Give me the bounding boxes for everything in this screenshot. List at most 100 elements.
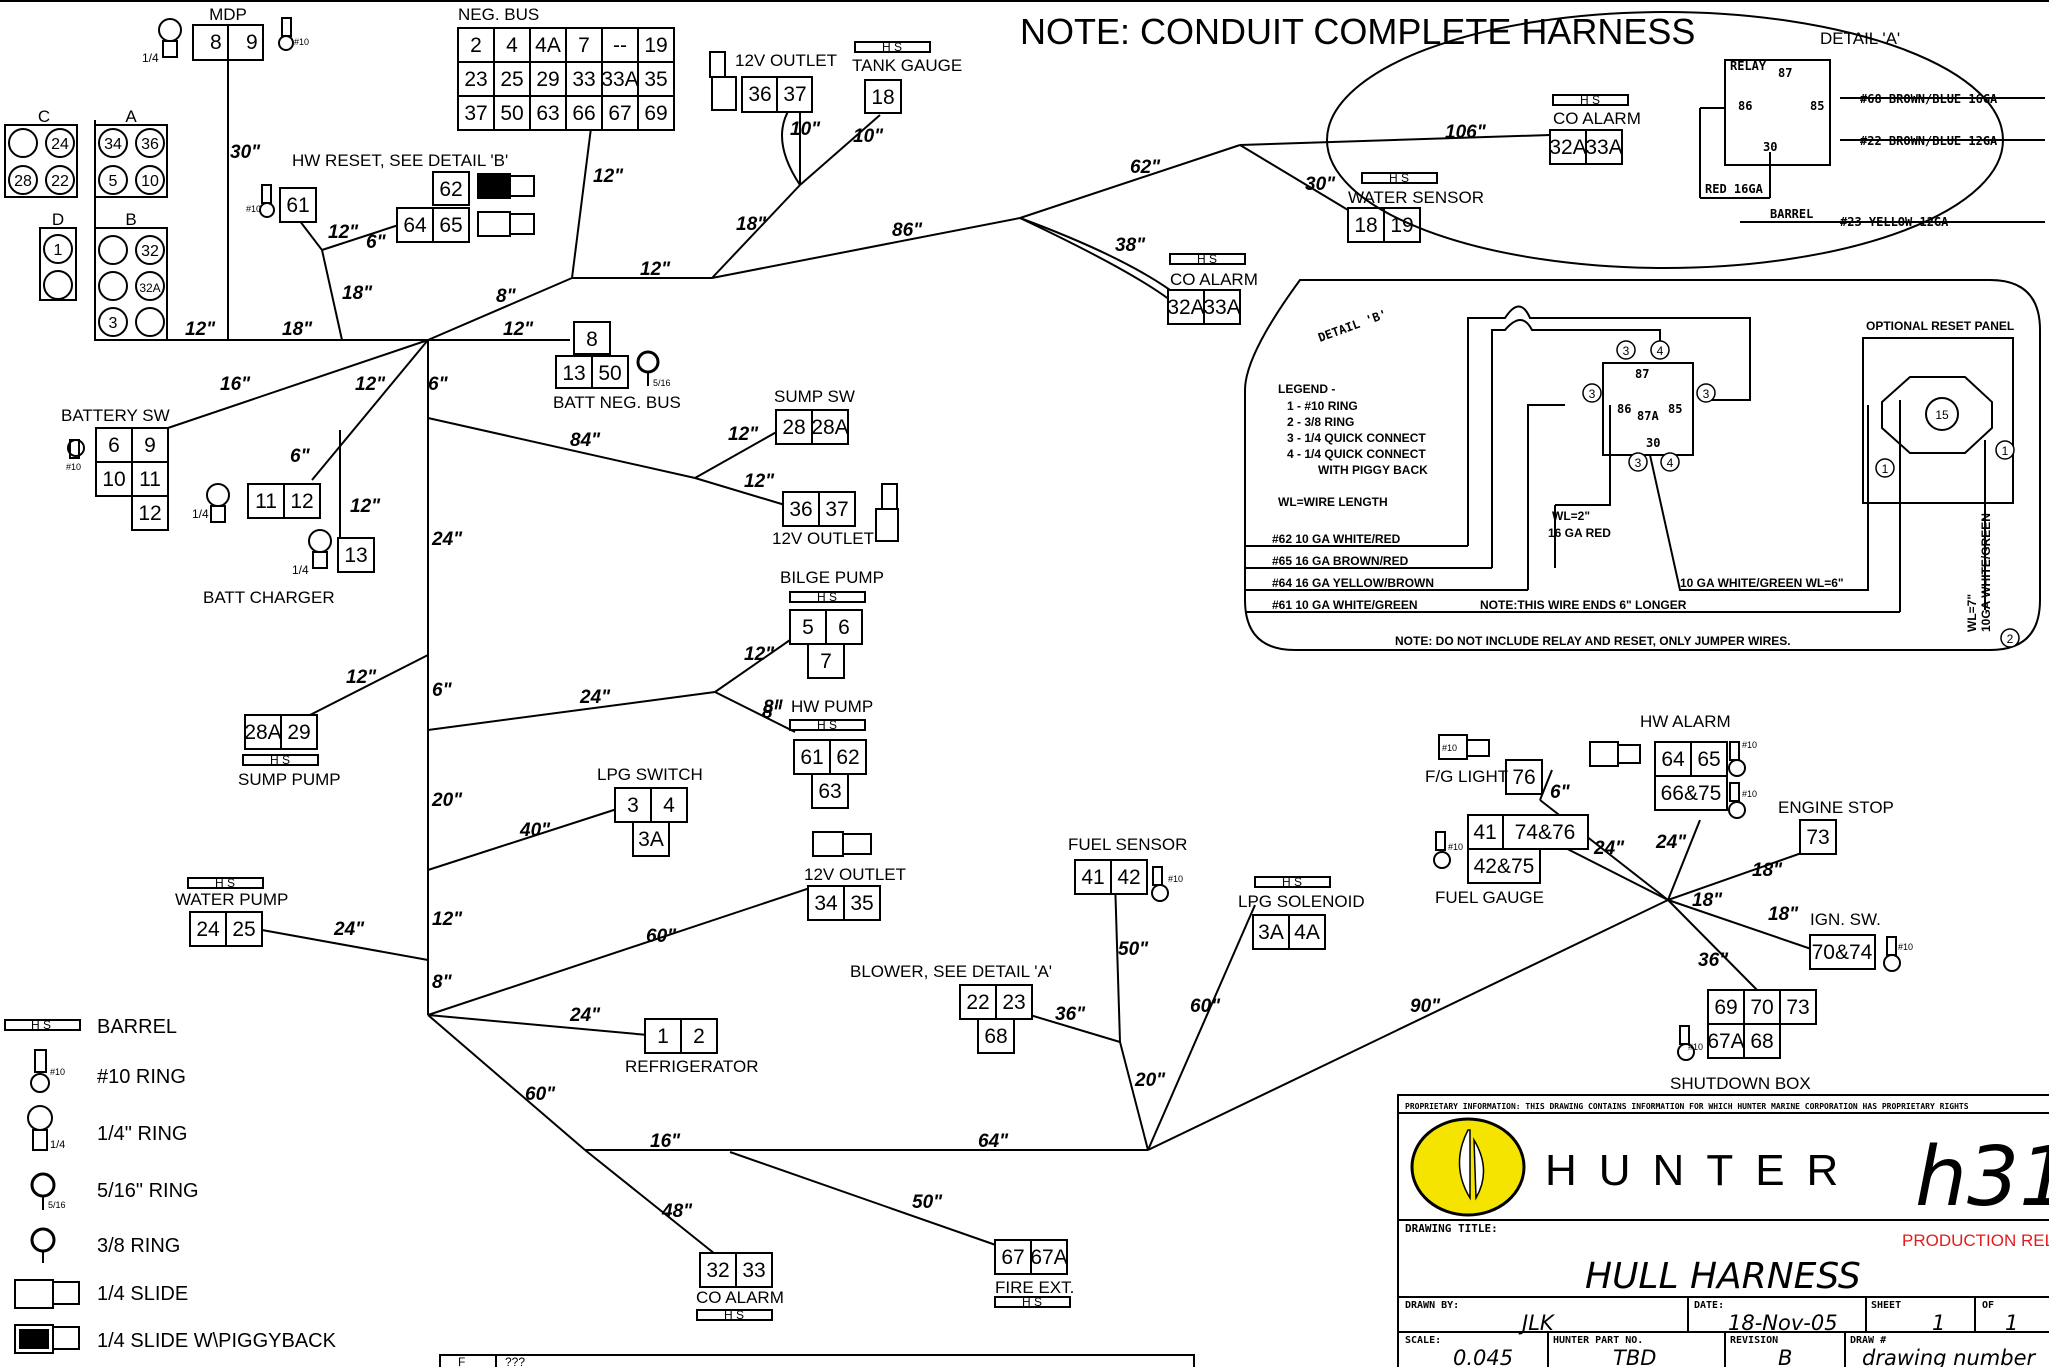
svg-text:H S: H S	[31, 1018, 51, 1032]
svg-text:B: B	[125, 210, 136, 229]
svg-text:3A: 3A	[638, 828, 664, 851]
svg-text:33: 33	[742, 1259, 765, 1282]
svg-text:65: 65	[439, 214, 462, 237]
svg-text:2: 2	[470, 34, 482, 57]
svg-text:70&74: 70&74	[1812, 941, 1873, 964]
svg-text:drawing number: drawing number	[1862, 1346, 2036, 1367]
svg-text:1/4 SLIDE W\PIGGYBACK: 1/4 SLIDE W\PIGGYBACK	[97, 1330, 337, 1352]
svg-text:1: 1	[1932, 1311, 1945, 1335]
svg-text:16 GA RED: 16 GA RED	[1548, 526, 1611, 540]
svg-text:9: 9	[144, 434, 156, 457]
svg-text:4: 4	[1667, 456, 1674, 470]
svg-text:1: 1	[2005, 1311, 2018, 1335]
svg-text:CO ALARM: CO ALARM	[1170, 270, 1258, 289]
svg-text:BARREL: BARREL	[97, 1016, 177, 1038]
svg-text:BATT NEG. BUS: BATT NEG. BUS	[553, 393, 681, 412]
svg-text:WL=2": WL=2"	[1552, 509, 1590, 523]
svg-text:#61 10 GA WHITE/GREEN: #61 10 GA WHITE/GREEN	[1272, 598, 1418, 612]
svg-text:SHEET: SHEET	[1871, 1300, 1901, 1311]
svg-text:H S: H S	[817, 718, 837, 732]
svg-text:24: 24	[196, 918, 220, 941]
svg-text:33A: 33A	[1585, 136, 1622, 159]
svg-text:35: 35	[644, 68, 667, 91]
company-name: HUNTER	[1545, 1146, 1860, 1195]
svg-text:H S: H S	[1282, 875, 1302, 889]
svg-text:SHUTDOWN BOX: SHUTDOWN BOX	[1670, 1074, 1811, 1093]
svg-text:86: 86	[1738, 99, 1752, 113]
svg-text:40": 40"	[519, 820, 551, 841]
svg-text:68: 68	[984, 1025, 1007, 1048]
svg-text:67: 67	[608, 102, 631, 125]
svg-text:HW RESET, SEE DETAIL 'B': HW RESET, SEE DETAIL 'B'	[292, 151, 508, 170]
svg-text:RELAY: RELAY	[1730, 59, 1767, 73]
svg-text:12": 12"	[593, 166, 624, 187]
svg-text:36: 36	[789, 498, 812, 521]
svg-text:13: 13	[344, 544, 367, 567]
svg-text:0.045: 0.045	[1453, 1346, 1513, 1367]
svg-text:84": 84"	[570, 430, 601, 451]
svg-text:67A: 67A	[1707, 1030, 1744, 1053]
svg-text:WATER PUMP: WATER PUMP	[175, 890, 288, 909]
svg-text:70: 70	[1750, 996, 1773, 1019]
svg-text:86": 86"	[892, 220, 923, 241]
svg-text:18": 18"	[1768, 904, 1799, 925]
svg-text:65: 65	[1697, 748, 1720, 771]
svg-text:30": 30"	[230, 142, 261, 163]
svg-text:76: 76	[1512, 766, 1535, 789]
svg-text:35: 35	[850, 892, 873, 915]
drawing-title: HULL HARNESS	[1585, 1256, 1861, 1297]
svg-text:36: 36	[748, 83, 771, 106]
svg-text:10": 10"	[790, 119, 821, 140]
svg-text:#10: #10	[294, 37, 309, 47]
svg-text:12": 12"	[744, 644, 775, 665]
detail-a: DETAIL 'A' RELAY 87 86 85 30 #68 BROWN/B…	[1326, 11, 2045, 269]
svg-text:64: 64	[1661, 748, 1685, 771]
svg-text:OF: OF	[1982, 1300, 1994, 1311]
svg-text:3 - 1/4 QUICK CONNECT: 3 - 1/4 QUICK CONNECT	[1287, 431, 1426, 445]
svg-text:2: 2	[2007, 632, 2014, 646]
title-block: PROPRIETARY INFORMATION: THIS DRAWING CO…	[1397, 1094, 2049, 1367]
svg-text:3: 3	[1623, 344, 1630, 358]
svg-text:28A: 28A	[244, 721, 281, 744]
svg-text:DETAIL 'A': DETAIL 'A'	[1820, 29, 1900, 48]
svg-text:36": 36"	[1698, 950, 1729, 971]
svg-text:B: B	[1778, 1346, 1792, 1367]
svg-text:--: --	[613, 34, 627, 57]
svg-text:5: 5	[109, 173, 118, 190]
svg-text:12V OUTLET: 12V OUTLET	[804, 865, 906, 884]
svg-text:10 GA WHITE/GREEN WL=6": 10 GA WHITE/GREEN WL=6"	[1680, 576, 1844, 590]
svg-text:4: 4	[1657, 344, 1664, 358]
svg-text:H S: H S	[215, 876, 235, 890]
svg-text:H S: H S	[882, 40, 902, 54]
svg-text:4A: 4A	[1294, 921, 1320, 944]
svg-text:30: 30	[1763, 140, 1777, 154]
svg-text:18-Nov-05: 18-Nov-05	[1728, 1311, 1838, 1335]
svg-text:12": 12"	[350, 496, 381, 517]
svg-text:13: 13	[562, 362, 585, 385]
svg-text:32: 32	[141, 243, 159, 260]
svg-text:WATER SENSOR: WATER SENSOR	[1348, 188, 1484, 207]
svg-text:F: F	[458, 1355, 465, 1367]
svg-text:H S: H S	[1197, 252, 1217, 266]
svg-text:DETAIL 'B': DETAIL 'B'	[1316, 307, 1389, 345]
svg-text:87: 87	[1635, 367, 1649, 381]
svg-text:41: 41	[1081, 866, 1104, 889]
svg-text:11: 11	[139, 468, 161, 491]
svg-text:3A: 3A	[1258, 921, 1284, 944]
svg-text:61: 61	[800, 746, 823, 769]
svg-text:25: 25	[232, 918, 255, 941]
svg-text:2: 2	[693, 1025, 705, 1048]
svg-text:#68 BROWN/BLUE 16GA: #68 BROWN/BLUE 16GA	[1860, 92, 1998, 106]
svg-text:5/16: 5/16	[48, 1200, 66, 1210]
svg-text:25: 25	[500, 68, 523, 91]
svg-text:#10: #10	[1898, 942, 1913, 952]
mdp-label: MDP	[209, 5, 247, 24]
svg-text:#62 10 GA WHITE/RED: #62 10 GA WHITE/RED	[1272, 532, 1401, 546]
svg-text:23: 23	[464, 68, 487, 91]
svg-text:48": 48"	[661, 1201, 693, 1222]
svg-text:LPG SOLENOID: LPG SOLENOID	[1238, 892, 1365, 911]
svg-text:BATTERY SW: BATTERY SW	[61, 406, 170, 425]
svg-text:12: 12	[290, 490, 313, 513]
svg-text:#10: #10	[66, 462, 81, 472]
svg-text:20": 20"	[431, 790, 463, 811]
